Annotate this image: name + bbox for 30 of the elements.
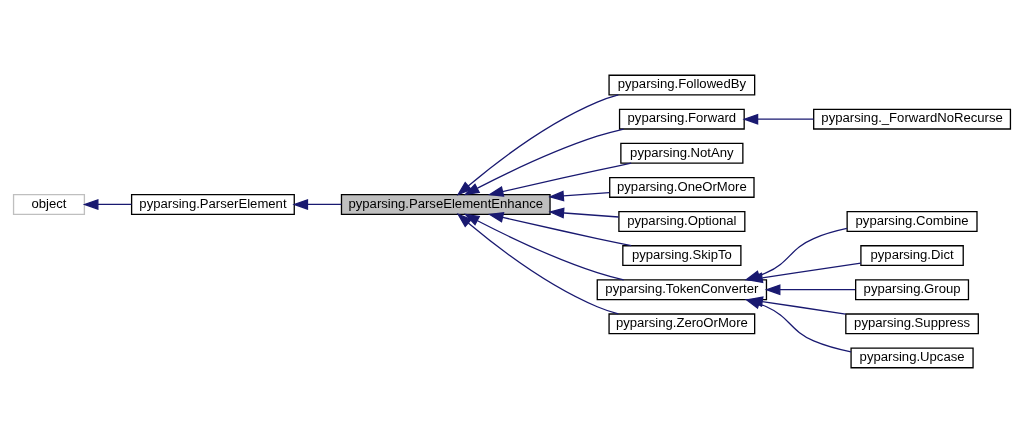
arrow [487,162,632,197]
arrow [764,284,856,296]
node-box: pyparsing.Forward [618,108,745,130]
arrow [463,128,625,196]
node-box: pyparsing.SkipTo [622,245,742,267]
node-box: pyparsing.Upcase [850,347,974,369]
node-box: pyparsing.Suppress [845,313,979,335]
arrow [548,207,620,219]
arrow [456,213,619,315]
node-box: pyparsing.ParseElementEnhance [340,193,551,215]
node-box: pyparsing.TokenConverter [596,279,768,301]
arrow [742,113,815,125]
node-box: pyparsing.ParserElement [130,193,295,215]
node-box: pyparsing.Dict [860,245,964,267]
arrow [456,94,619,196]
node-box: pyparsing._ForwardNoRecurse [813,108,1012,130]
node-box: pyparsing.Combine [846,211,978,232]
node-box: pyparsing.FollowedBy [608,74,756,96]
node-box: pyparsing.NotAny [620,142,744,164]
node-box: pyparsing.Optional [618,211,746,232]
arrow [548,190,610,202]
arrow [292,198,343,210]
node-box: pyparsing.Group [855,279,970,301]
node-box: pyparsing.OneOrMore [609,176,755,198]
node-box: object [12,193,86,215]
arrow [82,198,133,210]
arrow [747,262,862,284]
node-box: pyparsing.ZeroOrMore [608,313,756,335]
arrow [463,213,625,281]
arrow [487,212,632,247]
